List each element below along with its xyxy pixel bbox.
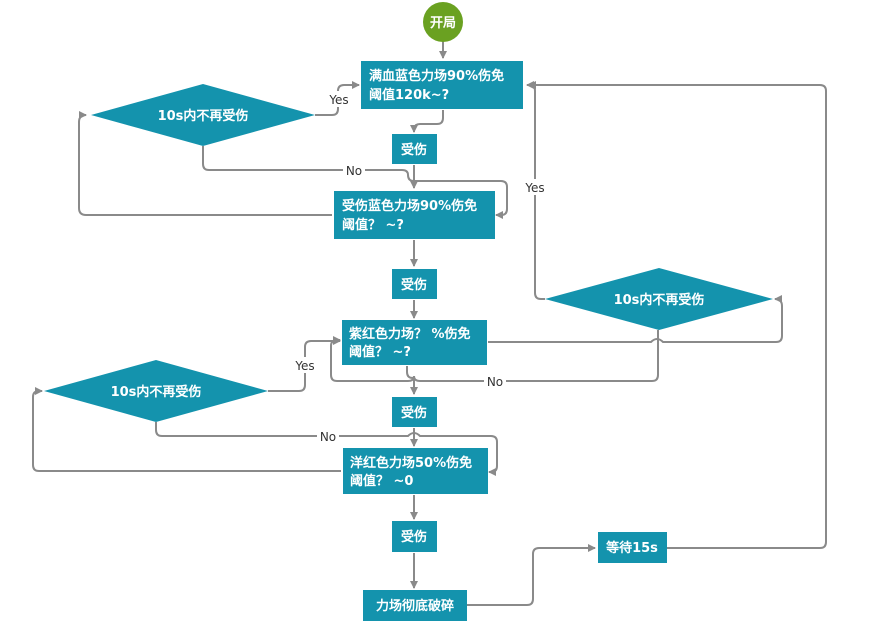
- phase3-node: [342, 320, 487, 365]
- edge-phase1-to-damage1: [410, 110, 444, 133]
- decision-left-label: 10s内不再受伤: [111, 384, 202, 400]
- damage1-node: [392, 134, 437, 164]
- phase3-line1: 紫红色力场？ %伤免: [349, 326, 471, 342]
- phase2-line1: 受伤蓝色力场90%伤免: [342, 198, 477, 214]
- label-no-top: No: [346, 164, 362, 178]
- wait-label: 等待15s: [605, 540, 658, 556]
- damage4-node: [392, 521, 437, 552]
- edge-decision-right-no: [330, 330, 659, 382]
- damage1-label: 受伤: [401, 142, 427, 158]
- edge-decision-top-no: [202, 146, 508, 219]
- nodes: 开局 满血蓝色力场90%伤免 阈值120k~? 受伤 10s内不再受伤 受伤蓝色…: [44, 2, 773, 621]
- label-no-right: No: [487, 375, 503, 389]
- edge-phase4-to-decision-left: [32, 387, 341, 472]
- edge-wait-to-phase1: [528, 81, 827, 549]
- broken-label: 力场彻底破碎: [376, 598, 454, 614]
- damage2-label: 受伤: [401, 277, 427, 293]
- edges: [32, 40, 827, 606]
- phase3-line2: 阈值？ ~?: [349, 344, 411, 360]
- label-yes-right: Yes: [524, 181, 544, 195]
- start-node: [423, 2, 463, 42]
- start-label: 开局: [430, 16, 456, 31]
- label-yes-top: Yes: [328, 93, 348, 107]
- decision-right-label: 10s内不再受伤: [614, 292, 705, 308]
- decision-right-node: [545, 268, 773, 330]
- broken-node: [363, 590, 467, 621]
- phase2-line2: 阈值？ ~?: [342, 217, 404, 233]
- edge-broken-to-wait: [467, 544, 596, 606]
- edge-phase2-to-decision-top: [78, 111, 332, 216]
- edge-labels: Yes No Yes No Yes No: [291, 91, 549, 444]
- phase4-node: [343, 448, 488, 494]
- damage3-label: 受伤: [401, 405, 427, 421]
- decision-left-node: [44, 360, 268, 422]
- damage3-node: [392, 397, 437, 427]
- label-yes-left: Yes: [294, 359, 314, 373]
- edge-phase3-to-decision-right: [488, 295, 783, 343]
- decision-top-node: [91, 84, 315, 146]
- damage4-label: 受伤: [401, 529, 427, 545]
- damage2-node: [392, 269, 437, 299]
- phase2-node: [334, 191, 495, 239]
- phase4-line2: 阈值？ ~0: [350, 473, 413, 489]
- phase1-line1: 满血蓝色力场90%伤免: [369, 68, 504, 84]
- wait-node: [598, 532, 667, 563]
- phase1-line2: 阈值120k~?: [369, 87, 449, 103]
- edge-decision-left-no: [155, 422, 498, 476]
- edge-phase3-to-damage3: [406, 366, 418, 395]
- label-no-left: No: [320, 430, 336, 444]
- phase1-node: [361, 61, 523, 109]
- phase4-line1: 洋红色力场50%伤免: [350, 455, 472, 471]
- decision-top-label: 10s内不再受伤: [158, 108, 249, 124]
